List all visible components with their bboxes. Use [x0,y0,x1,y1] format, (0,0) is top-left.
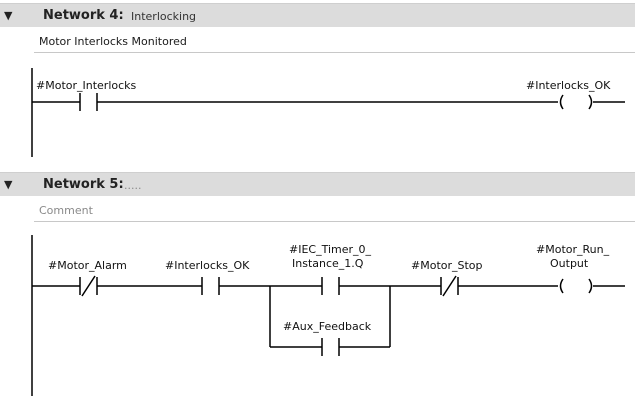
network-4-header[interactable]: ▼ Network 4: Interlocking [0,3,635,27]
collapse-triangle-icon[interactable]: ▼ [4,178,13,191]
network-5-comment[interactable]: Comment [34,200,635,222]
contact-aux-feedback[interactable] [321,338,340,356]
nc-contact-motor-stop[interactable] [440,275,459,297]
network-5-title[interactable]: ..... [124,179,142,192]
network-4-title[interactable]: Interlocking [131,10,197,23]
operand-iec-timer-line2[interactable]: Instance_1.Q [292,257,364,270]
network-4-label: Network 4: [43,8,124,23]
nc-contact-motor-alarm[interactable] [79,275,98,297]
collapse-triangle-icon[interactable]: ▼ [4,9,13,22]
network-5-header[interactable]: ▼ Network 5: ..... [0,172,635,196]
contact-iec-timer[interactable] [321,277,340,295]
contact-motor-interlocks[interactable] [79,93,98,111]
coil-interlocks-ok[interactable] [559,94,593,110]
operand-interlocks-ok-coil[interactable]: #Interlocks_OK [526,79,611,92]
network-5-label: Network 5: [43,177,124,192]
operand-iec-timer-line1[interactable]: #IEC_Timer_0_ [289,243,372,256]
operand-motor-run-line2[interactable]: Output [550,257,589,270]
operand-motor-interlocks[interactable]: #Motor_Interlocks [36,79,137,92]
operand-aux-feedback[interactable]: #Aux_Feedback [283,320,372,333]
operand-interlocks-ok[interactable]: #Interlocks_OK [165,259,250,272]
network-4-comment[interactable]: Motor Interlocks Monitored [34,31,635,53]
operand-motor-run-line1[interactable]: #Motor_Run_ [536,243,610,256]
coil-motor-run-output[interactable] [559,278,593,294]
operand-motor-alarm[interactable]: #Motor_Alarm [48,259,127,272]
contact-interlocks-ok[interactable] [201,277,220,295]
operand-motor-stop[interactable]: #Motor_Stop [411,259,483,272]
